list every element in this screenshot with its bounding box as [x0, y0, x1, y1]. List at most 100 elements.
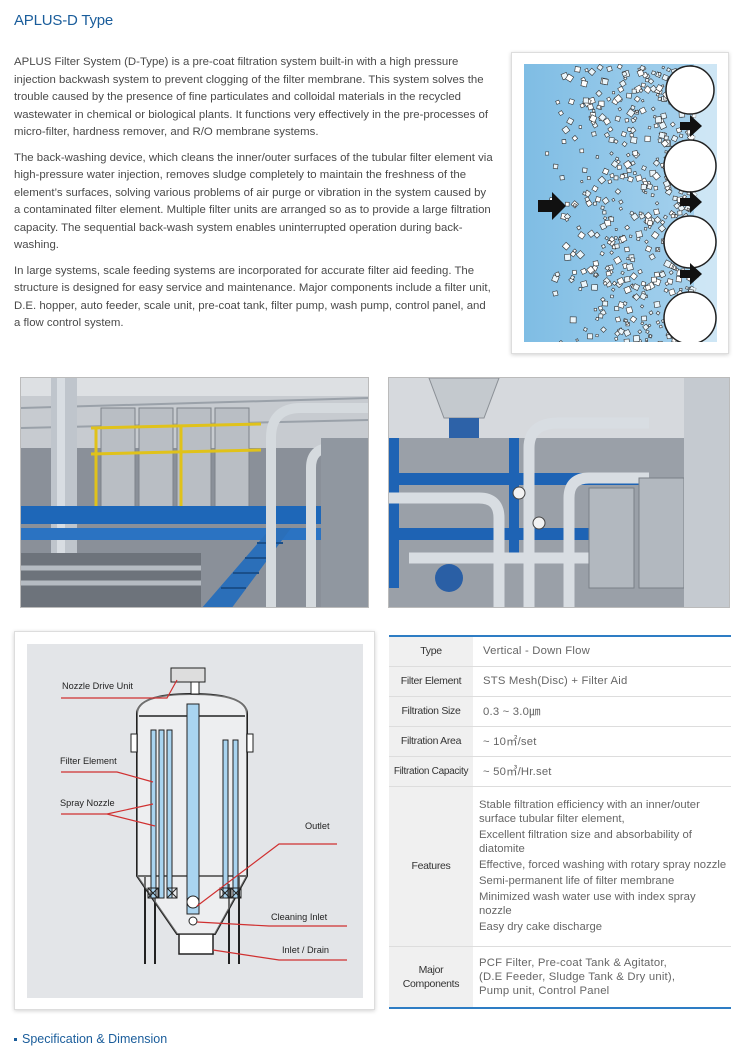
filter-particle [635, 109, 639, 114]
arrow-icon [680, 263, 702, 285]
filtration-graphic [524, 64, 717, 342]
filter-particle [617, 85, 625, 93]
spec-value: ~ 50㎥/Hr.set [473, 756, 731, 787]
filter-particle [624, 246, 630, 253]
filter-particle [591, 284, 598, 291]
filter-particle [620, 131, 627, 138]
arrow-icon [680, 191, 702, 213]
feature-item: Semi-permanent life of filter membrane [479, 875, 675, 887]
filter-particle [666, 67, 672, 73]
filter-particle [587, 67, 596, 76]
spec-value-components: PCF Filter, Pre-coat Tank & Agitator, (D… [473, 946, 731, 1009]
component-item: Pump unit, Control Panel [479, 984, 610, 997]
filter-particle [653, 185, 659, 191]
filter-particle [644, 245, 653, 253]
filter-particle [603, 216, 608, 221]
filter-particle [613, 235, 618, 240]
plant-photo-hopper-piping [388, 377, 730, 608]
filter-particle [632, 283, 641, 291]
filter-particle [653, 208, 660, 216]
filter-particle [659, 324, 663, 329]
filter-particle [668, 270, 674, 275]
filter-particle [610, 294, 614, 299]
filter-particle [649, 84, 658, 93]
spec-key: Filtration Size [389, 696, 473, 727]
filter-particle [575, 250, 585, 260]
filter-particle [629, 133, 634, 138]
feature-item: Excellent filtration size and absorbabil… [479, 829, 692, 855]
filter-particle [644, 284, 652, 291]
filter-particle [642, 323, 650, 331]
filter-particle [663, 259, 673, 269]
filter-particle [614, 188, 622, 195]
filter-particle [587, 229, 596, 238]
filter-particle [593, 231, 601, 239]
filter-particle [601, 78, 609, 86]
flow-arrows [538, 115, 702, 285]
filter-particle [596, 64, 604, 72]
arrow-icon [680, 115, 702, 137]
filter-particle [564, 253, 572, 261]
filter-particle [655, 247, 660, 252]
filter-particle [623, 159, 633, 170]
filter-particle [633, 95, 641, 103]
filter-particle [608, 136, 615, 144]
filter-particle [654, 271, 660, 278]
filter-particle [623, 285, 632, 295]
filter-diagram-canvas [27, 644, 363, 998]
filter-particle [628, 234, 633, 239]
filter-particle [652, 159, 661, 167]
filter-particle [614, 156, 620, 161]
section-heading: Specification & Dimension [14, 1032, 167, 1046]
intro-paragraph-3: In large systems, scale feeding systems … [14, 264, 491, 330]
filter-particle [640, 304, 645, 309]
filter-particle [664, 281, 670, 286]
intro-paragraph-1: APLUS Filter System (D-Type) is a pre-co… [14, 56, 488, 138]
filter-particle [616, 276, 625, 286]
filter-particle [609, 151, 614, 156]
filter-particle [653, 123, 659, 129]
filter-particle [657, 72, 662, 76]
filter-particle [559, 175, 565, 181]
filter-particle [623, 275, 631, 283]
filter-particle [626, 127, 632, 132]
filter-particle [602, 280, 608, 286]
filter-particle [613, 255, 622, 265]
filter-particle [602, 300, 609, 307]
filter-particle [648, 334, 653, 339]
filter-particle [637, 269, 643, 275]
filter-particle [630, 257, 636, 263]
filter-particle [686, 207, 690, 211]
filter-particle [653, 115, 657, 119]
filter-particle [595, 333, 599, 338]
filter-particle [640, 321, 645, 326]
filter-particle [626, 108, 636, 118]
filter-particle [599, 250, 605, 257]
filter-particle [574, 66, 581, 73]
filter-particle [616, 164, 622, 170]
filter-particle [645, 329, 650, 334]
filter-particle [643, 85, 653, 94]
filter-particle [588, 114, 598, 123]
filter-particle [621, 141, 628, 148]
filter-particle [661, 74, 669, 82]
leader-lines [61, 679, 347, 961]
filter-particle [644, 211, 653, 220]
filter-particle [575, 338, 579, 342]
filter-particle [637, 329, 643, 335]
filter-particle [641, 315, 647, 322]
filter-particle [626, 167, 632, 174]
spec-value: ~ 10㎡/set [473, 726, 731, 757]
filter-particle [611, 197, 616, 202]
filter-particle [673, 202, 681, 210]
filter-particle [617, 301, 626, 309]
filter-particle [625, 306, 634, 314]
filter-particle [598, 313, 604, 319]
filter-particle [613, 94, 623, 104]
filter-particle [597, 305, 604, 311]
filter-particle [591, 131, 597, 137]
filter-particle [646, 183, 653, 190]
filter-particle [635, 230, 643, 238]
filter-particle [627, 175, 634, 183]
filter-particle [600, 205, 605, 210]
